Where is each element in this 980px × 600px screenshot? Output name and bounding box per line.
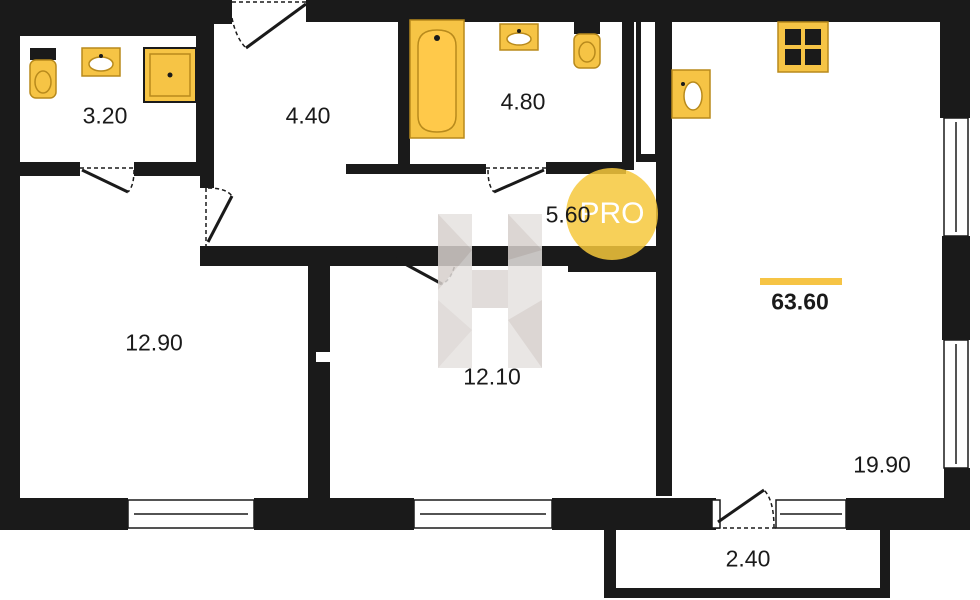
room-area-label: 19.90 [853, 451, 911, 478]
room-area-label: 12.90 [125, 329, 183, 356]
wall-bath-bottom-right [134, 162, 206, 176]
wall-bath-top [20, 16, 200, 36]
shower-icon [143, 47, 197, 103]
wall-right-middle [942, 236, 970, 340]
wall-bottom-3 [552, 498, 716, 530]
wall-balcony-right [880, 528, 890, 598]
room-area-label: 4.80 [500, 88, 546, 115]
wall-stub [200, 176, 214, 188]
room-area-label: 4.40 [285, 102, 331, 129]
watermark-logo [438, 214, 542, 368]
wall-balcony-bottom [604, 588, 890, 598]
wall-bath2-left [398, 18, 410, 170]
wall-left [0, 0, 20, 522]
fixtures [29, 19, 829, 139]
wall-bottom-4 [846, 498, 970, 530]
pro-badge: PRO [566, 168, 658, 260]
stove-icon [777, 21, 829, 73]
wall-right-top [940, 0, 970, 118]
wall-bath2-bottom-left [346, 164, 486, 174]
shaft-inner [641, 22, 655, 154]
room-area-label: 5.60 [545, 201, 591, 228]
wall-bottom-1 [0, 498, 128, 530]
wall-bedroom-divider [308, 258, 330, 502]
wall-bath-right [196, 0, 214, 176]
wall-bottom-2 [254, 498, 414, 530]
wall-bath-bottom-left [20, 162, 80, 176]
toilet-icon [29, 48, 57, 99]
sink-icon [81, 47, 121, 77]
room-area-label: 2.40 [725, 545, 771, 572]
toilet-icon [573, 22, 601, 69]
total-area-label: 63.60 [771, 288, 829, 315]
wall-top-middle [306, 0, 662, 22]
total-accent-bar [760, 278, 842, 285]
sink-icon [499, 23, 539, 51]
wall-kitchen-corner [568, 254, 672, 272]
windows [127, 117, 969, 529]
wall-bath2-right [622, 18, 634, 170]
wall-top-right [656, 0, 956, 22]
wall-notch [316, 352, 330, 362]
room-area-label: 12.10 [463, 363, 521, 390]
bathtub-icon [409, 19, 465, 139]
pro-badge-text: PRO [579, 197, 645, 230]
room-area-label: 3.20 [82, 102, 128, 129]
kitchen-sink-icon [671, 69, 711, 119]
wall-balcony-left [604, 528, 616, 598]
